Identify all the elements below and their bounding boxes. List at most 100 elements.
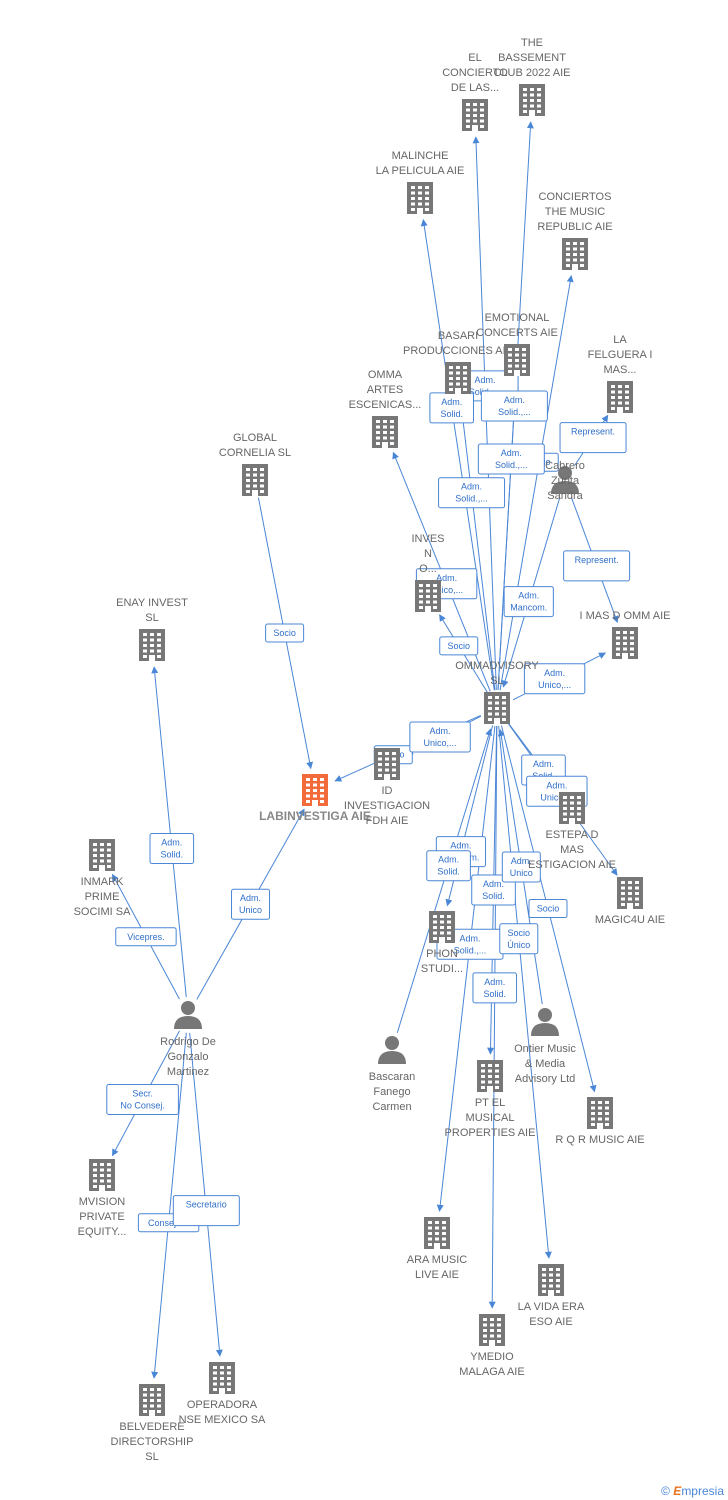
building-window [530, 99, 534, 102]
person-body [174, 1016, 202, 1029]
edge-label-text: Adm. [484, 977, 505, 987]
edge-label-ommadvisory-idinvestigacion[interactable]: Adm.Unico,... [409, 721, 471, 753]
building-window [390, 436, 394, 440]
edge-label-ommadvisory-rqr[interactable]: Socio [528, 899, 568, 919]
building-window [563, 801, 567, 805]
node-label: GLOBAL [233, 432, 277, 444]
node-inves[interactable]: INVESNO... [411, 533, 445, 612]
building-window [566, 258, 570, 262]
node-rqr[interactable]: R Q R MUSIC AIE [555, 1097, 645, 1146]
building-window [480, 119, 484, 123]
building-window [246, 484, 250, 488]
edge-label-rodrigo-enay[interactable]: Adm.Solid. [149, 833, 195, 864]
building-window [143, 1393, 147, 1397]
edge-label-ommadvisory-basari[interactable]: Adm.Solid.,... [438, 477, 506, 509]
edge-label-bascaran-ommadvisory[interactable]: Adm.Solid. [426, 850, 471, 882]
edge-rodrigo-operadora [189, 1032, 223, 1357]
edge-label-cabrero-ommadvisory[interactable]: Adm.Mancom. [503, 586, 554, 618]
edge-label-box [471, 874, 516, 906]
building-window [537, 104, 541, 108]
building-window [621, 897, 625, 901]
building-window [580, 253, 584, 256]
building-window [616, 636, 620, 640]
copyright-icon: © [661, 1484, 670, 1498]
building-window [616, 631, 620, 634]
building-window [320, 800, 324, 803]
edge-label-ommadvisory-ymedio[interactable]: Adm.Solid. [472, 972, 518, 1004]
node-label: THE MUSIC [545, 206, 606, 218]
node-mvision[interactable]: MVISIONPRIVATEEQUITY... [78, 1159, 127, 1238]
edge-label-ommadvisory-malinche[interactable]: Adm.Solid. [429, 392, 474, 424]
node-imasdomm[interactable]: I MAS D OMM AIE [579, 610, 671, 659]
edge-label-ommadvisory-emotional[interactable]: Adm.Solid.,... [477, 443, 545, 475]
node-label: Martinez [167, 1066, 209, 1078]
building-window [542, 1279, 546, 1282]
edge-label-rodrigo-inmark[interactable]: Vicepres. [115, 927, 177, 947]
building-window [515, 359, 519, 362]
building-window [483, 1334, 487, 1338]
edge-label-ommadvisory-inves[interactable]: Socio [439, 636, 479, 656]
building-icon [407, 182, 433, 214]
building-window [488, 707, 492, 710]
building-window [107, 843, 111, 846]
edge-label-ommadvisory-bassement[interactable]: Adm.Solid.,... [480, 390, 548, 422]
edge-label-text: Unico [510, 868, 533, 878]
building-window [549, 1284, 553, 1288]
building-icon [445, 362, 471, 394]
edge-label-ontier-ommadvisory[interactable]: Adm.Unico [501, 851, 541, 883]
edge-label-rodrigo-mvision[interactable]: Secr. No Consej. [106, 1083, 179, 1115]
node-label: LA [613, 334, 627, 346]
building-window [618, 390, 622, 394]
building-window [463, 377, 467, 380]
edge-label-rodrigo-labinvestiga[interactable]: Adm.Unico [231, 888, 271, 920]
building-window [573, 242, 577, 245]
edge-label-global-labinvestiga[interactable]: Socio [265, 623, 305, 643]
edge-label-cabrero-felguera[interactable]: Represent. [559, 422, 627, 454]
building-door [434, 1243, 440, 1249]
building-door [627, 903, 633, 909]
building-window [157, 1410, 161, 1413]
edge-label-text: Represent. [575, 555, 619, 565]
edge-label-rodrigo-operadora[interactable]: Secretario [172, 1195, 240, 1227]
building-window [481, 1069, 485, 1073]
node-magic4u[interactable]: MAGIC4U AIE [595, 877, 665, 926]
edge-label-ommadvisory-ptel[interactable]: Adm.Solid. [471, 874, 516, 906]
building-door [252, 490, 258, 496]
node-omma[interactable]: OMMAARTESESCENICAS... [349, 369, 422, 448]
edge-label-cabrero-imasdomm[interactable]: Represent. [563, 550, 631, 582]
building-window [157, 1399, 161, 1402]
edge-label-ommadvisory-imasdomm[interactable]: Adm.Unico,... [523, 663, 586, 695]
building-window [143, 1399, 147, 1402]
node-label: MUSICAL [466, 1112, 515, 1124]
node-phon[interactable]: PHONSTUDI... [421, 911, 463, 975]
node-label: OMMA [368, 369, 403, 381]
node-label: O... [419, 563, 437, 575]
building-window [447, 931, 451, 935]
building-window [598, 1101, 602, 1104]
node-labinvestiga[interactable]: LABINVESTIGA AIE [259, 774, 371, 823]
